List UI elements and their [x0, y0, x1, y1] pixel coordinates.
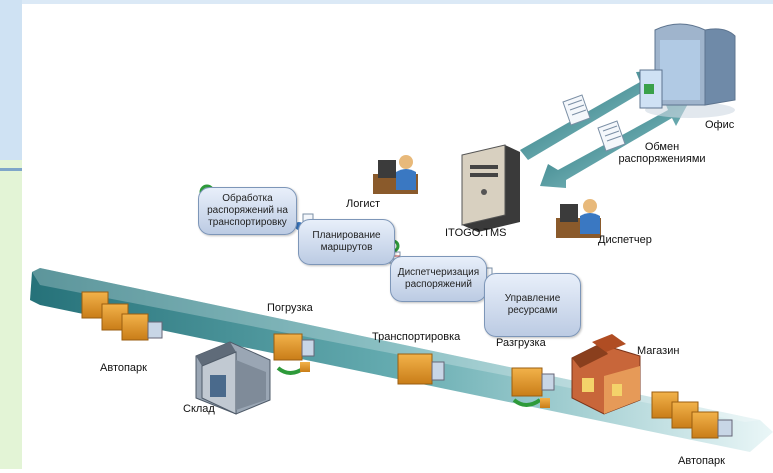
label-autopark-end: Автопарк — [678, 455, 725, 467]
process-box-label: Управление ресурсами — [504, 293, 561, 316]
person-computer-icon — [556, 199, 601, 238]
process-box-dispatching: Диспетчеризация распоряжений — [390, 256, 487, 302]
label-autopark-start: Автопарк — [100, 362, 147, 374]
office-building-icon — [639, 23, 736, 118]
person-computer-icon — [373, 155, 418, 194]
process-box-resources: Управление ресурсами — [484, 273, 581, 337]
document-icon — [597, 120, 626, 152]
process-box-label: Диспетчеризация распоряжений — [397, 267, 480, 290]
truck-icon — [397, 353, 445, 385]
process-box-label: Обработка распоряжений на транспортировк… — [207, 193, 288, 228]
document-icon — [562, 94, 591, 126]
process-box-route-planning: Планирование маршрутов — [298, 219, 395, 265]
process-box-processing: Обработка распоряжений на транспортировк… — [198, 187, 297, 235]
label-loading: Погрузка — [267, 302, 313, 314]
server-icon — [461, 144, 520, 232]
label-warehouse: Склад — [183, 403, 215, 415]
label-dispatcher: Диспетчер — [598, 234, 652, 246]
label-logist: Логист — [346, 198, 381, 210]
label-store: Магазин — [637, 345, 680, 357]
truck-icon — [273, 333, 315, 375]
label-exchange: Обмен распоряжениями — [618, 141, 706, 165]
label-tms: ITOGO.TMS — [445, 227, 507, 239]
label-transport: Транспортировка — [372, 331, 461, 343]
truck-icon — [511, 367, 555, 408]
process-box-label: Планирование маршрутов — [312, 230, 381, 253]
label-office: Офис — [705, 119, 735, 131]
warehouse-icon — [195, 341, 271, 415]
label-unloading: Разгрузка — [496, 337, 546, 349]
truck-icon — [651, 391, 733, 439]
truck-icon — [81, 291, 163, 341]
left-divider — [0, 168, 22, 171]
store-icon — [571, 334, 641, 415]
